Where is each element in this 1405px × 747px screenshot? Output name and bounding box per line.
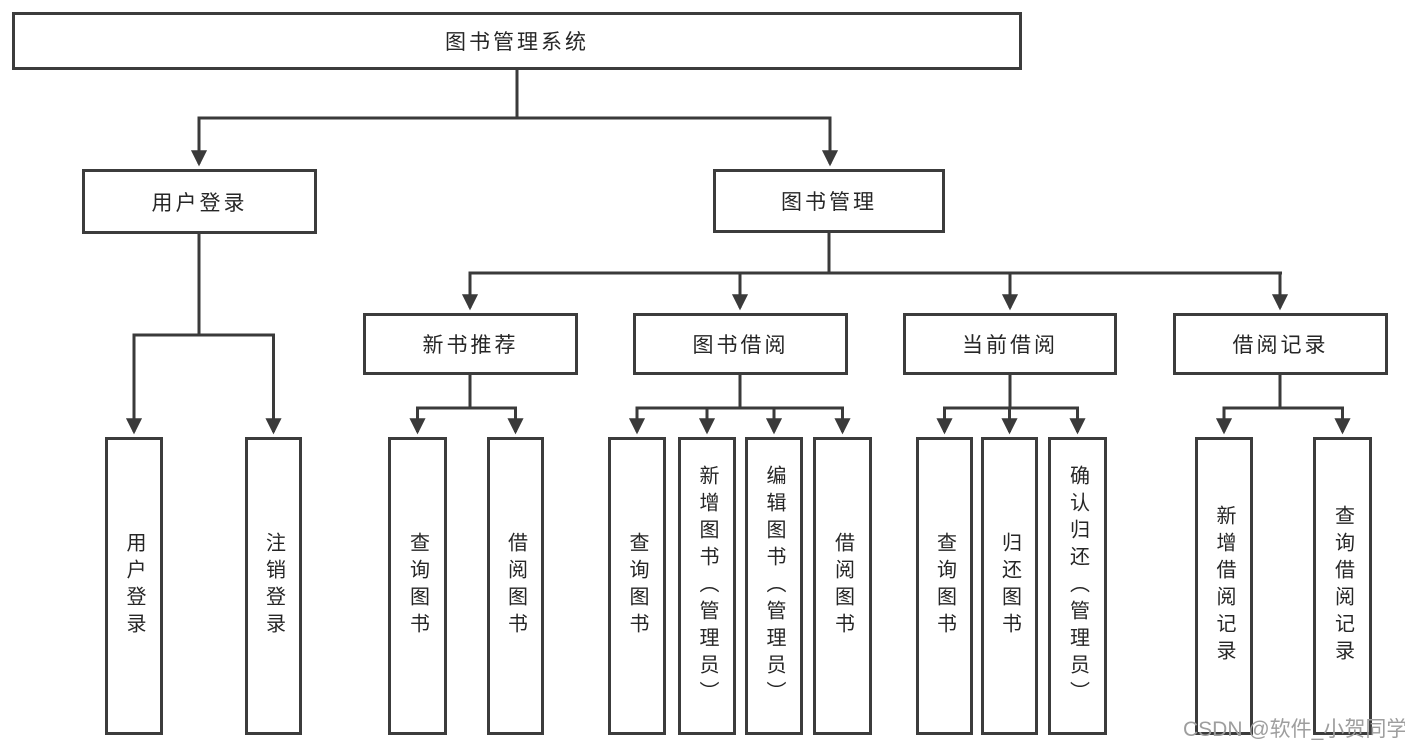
leaf-cb-confirm-return-admin: 确认归还（管理员） xyxy=(1048,437,1107,735)
leaf-bb-add-books-admin: 新增图书（管理员） xyxy=(678,437,736,735)
leaf-cb-confirm-return-admin-label: 确认归还（管理员） xyxy=(1066,464,1089,708)
leaf-logout-login: 注销登录 xyxy=(245,437,302,735)
leaf-bb-query-books: 查询图书 xyxy=(608,437,666,735)
leaf-cb-return-books: 归还图书 xyxy=(981,437,1038,735)
node-book-management-label: 图书管理 xyxy=(781,191,877,214)
node-user-login-label: 用户登录 xyxy=(151,191,248,215)
leaf-logout-login-label: 注销登录 xyxy=(262,532,285,640)
leaf-br-query-record: 查询借阅记录 xyxy=(1313,437,1372,735)
leaf-bb-query-books-label: 查询图书 xyxy=(626,532,648,640)
leaf-nb-query-books: 查询图书 xyxy=(388,437,447,735)
leaf-bb-add-books-admin-label: 新增图书（管理员） xyxy=(696,464,718,708)
leaf-cb-return-books-label: 归还图书 xyxy=(998,532,1021,640)
leaf-bb-borrow-books-label: 借阅图书 xyxy=(831,532,854,640)
leaf-bb-edit-books-admin: 编辑图书（管理员） xyxy=(745,437,803,735)
leaf-nb-borrow-books: 借阅图书 xyxy=(487,437,544,735)
node-root-label: 图书管理系统 xyxy=(445,31,589,54)
leaf-nb-query-books-label: 查询图书 xyxy=(406,532,429,640)
leaf-nb-borrow-books-label: 借阅图书 xyxy=(504,532,527,640)
node-book-borrow-label: 图书借阅 xyxy=(692,334,789,357)
node-new-book-recommend: 新书推荐 xyxy=(363,313,578,375)
node-current-borrow-label: 当前借阅 xyxy=(962,334,1058,357)
node-current-borrow: 当前借阅 xyxy=(903,313,1117,375)
node-user-login: 用户登录 xyxy=(82,169,317,234)
node-book-borrow: 图书借阅 xyxy=(633,313,848,375)
leaf-cb-query-books-label: 查询图书 xyxy=(933,532,956,640)
leaf-bb-edit-books-admin-label: 编辑图书（管理员） xyxy=(763,464,785,708)
leaf-br-query-record-label: 查询借阅记录 xyxy=(1331,505,1354,667)
leaf-user-login: 用户登录 xyxy=(105,437,163,735)
leaf-bb-borrow-books: 借阅图书 xyxy=(813,437,872,735)
node-borrow-records: 借阅记录 xyxy=(1173,313,1388,375)
watermark: CSDN @软件_小贺同学 xyxy=(1183,718,1405,741)
leaf-br-add-record: 新增借阅记录 xyxy=(1195,437,1253,735)
node-root: 图书管理系统 xyxy=(12,12,1022,70)
node-book-management: 图书管理 xyxy=(713,169,945,233)
node-new-book-recommend-label: 新书推荐 xyxy=(422,334,519,357)
node-borrow-records-label: 借阅记录 xyxy=(1232,334,1329,357)
leaf-br-add-record-label: 新增借阅记录 xyxy=(1213,505,1235,667)
leaf-cb-query-books: 查询图书 xyxy=(916,437,973,735)
leaf-user-login-label: 用户登录 xyxy=(123,532,145,640)
